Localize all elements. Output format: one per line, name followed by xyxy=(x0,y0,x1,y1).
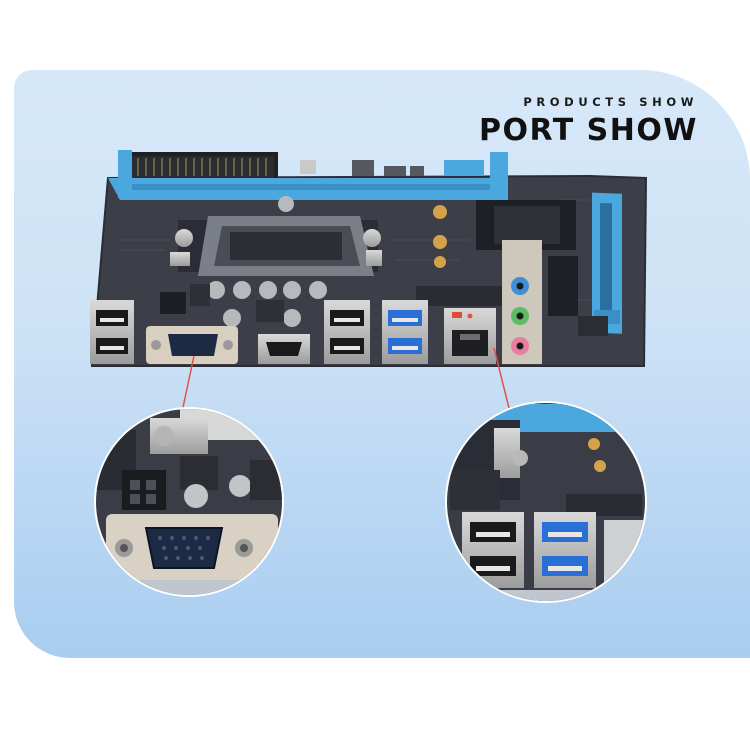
capacitor-row xyxy=(190,196,327,327)
ethernet-port xyxy=(444,308,496,364)
zoom-circle-vga xyxy=(94,407,284,597)
cpu-socket xyxy=(170,216,382,276)
capacitor xyxy=(300,160,316,174)
slot-clip xyxy=(490,152,508,200)
chip xyxy=(384,166,406,176)
zoom-circle-usb xyxy=(445,401,647,603)
chip xyxy=(352,160,374,176)
callout-dot xyxy=(467,313,473,319)
pcie-slot xyxy=(108,150,505,200)
chipset xyxy=(494,206,560,244)
usb-port-stack-left xyxy=(90,300,134,364)
chip xyxy=(548,256,578,316)
inductor xyxy=(433,205,447,219)
chip xyxy=(410,166,424,176)
vga-port xyxy=(146,326,238,364)
usb3-port-stack xyxy=(382,300,428,364)
callout-line-left xyxy=(181,355,195,413)
header-pins xyxy=(416,286,506,306)
chip xyxy=(578,316,608,336)
callout-line-right xyxy=(493,347,511,413)
section-subtitle: PRODUCTS SHOW xyxy=(523,95,698,109)
ram-slot xyxy=(592,192,622,334)
section-title: PORT SHOW xyxy=(479,113,698,148)
inductor xyxy=(434,256,446,268)
audio-jack-block xyxy=(502,240,542,364)
header-connector xyxy=(444,160,484,176)
power-connector xyxy=(160,292,186,314)
inductor xyxy=(433,235,447,249)
hdmi-port xyxy=(258,334,310,364)
usb-port-stack-middle xyxy=(324,300,370,364)
